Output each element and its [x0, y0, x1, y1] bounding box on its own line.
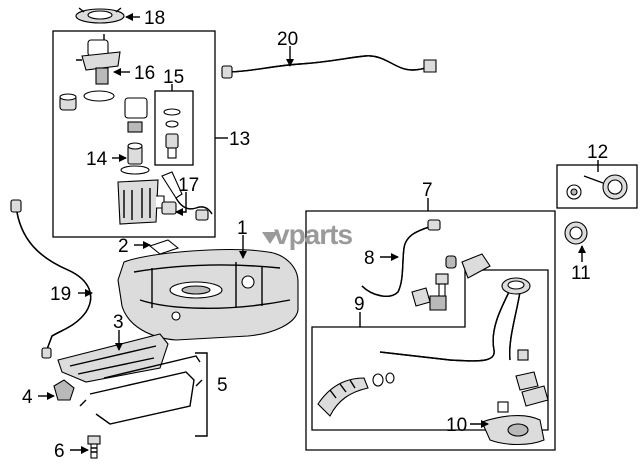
callout-2: 2 [118, 236, 129, 257]
watermark-text: vparts [274, 219, 352, 250]
callout-3: 3 [113, 312, 124, 333]
fuel-cap-bracket-part[interactable] [445, 253, 491, 279]
lock-ring-part[interactable] [75, 7, 125, 24]
small-seal-part[interactable] [59, 93, 77, 111]
callout-numbers: 18 16 15 13 14 17 20 1 2 19 3 4 5 6 7 8 … [22, 8, 608, 462]
breather-hose-part[interactable] [10, 199, 92, 359]
watermark-logo: vparts [262, 219, 353, 250]
callout-18: 18 [144, 8, 165, 29]
filler-door-housing-part[interactable] [481, 401, 545, 446]
strap-group-bracket [195, 352, 208, 437]
fuel-pump-group-box [52, 30, 216, 238]
pump-strainer-part[interactable] [117, 165, 165, 225]
filler-pipe-group-box [305, 210, 556, 451]
pump-module-part[interactable] [76, 34, 121, 85]
fuel-filter-part[interactable] [124, 97, 148, 165]
filler-pipe-part[interactable] [379, 277, 531, 362]
callout-7: 7 [422, 180, 433, 201]
fuel-cap-part[interactable] [566, 174, 628, 200]
seal-kit-part[interactable] [163, 108, 181, 159]
filler-bracket-part[interactable] [515, 349, 549, 407]
callout-8: 8 [364, 248, 375, 269]
leader-lines [38, 13, 599, 454]
heat-insulator-part[interactable] [148, 239, 180, 255]
fuel-line-part[interactable] [361, 219, 449, 311]
callout-17: 17 [178, 175, 199, 196]
o-ring-part[interactable] [83, 90, 115, 102]
callout-9: 9 [354, 294, 365, 315]
callout-19: 19 [50, 284, 71, 305]
callout-13: 13 [229, 129, 250, 150]
callout-15: 15 [163, 67, 184, 88]
callout-10: 10 [446, 415, 467, 436]
filler-hose-part[interactable] [317, 372, 395, 417]
tank-band-part[interactable] [79, 355, 203, 425]
callout-5: 5 [217, 375, 228, 396]
fuel-cap-box [556, 164, 638, 209]
fuel-tank-part[interactable] [117, 249, 299, 341]
part-15-box [154, 90, 194, 166]
bolt-part[interactable] [87, 435, 101, 459]
callout-16: 16 [134, 63, 155, 84]
callout-1: 1 [237, 218, 248, 239]
callout-20: 20 [277, 29, 298, 50]
callout-12: 12 [587, 142, 608, 163]
part-9-box [311, 269, 549, 431]
tank-protector-part[interactable] [57, 333, 169, 383]
callout-4: 4 [22, 387, 33, 408]
callout-11: 11 [571, 263, 591, 284]
callout-6: 6 [54, 441, 65, 462]
vapor-hose-part[interactable] [221, 55, 437, 79]
callout-14: 14 [86, 149, 108, 170]
clip-part[interactable] [53, 379, 75, 401]
fuel-sender-part[interactable] [161, 171, 213, 221]
gasket-part[interactable] [564, 221, 588, 245]
